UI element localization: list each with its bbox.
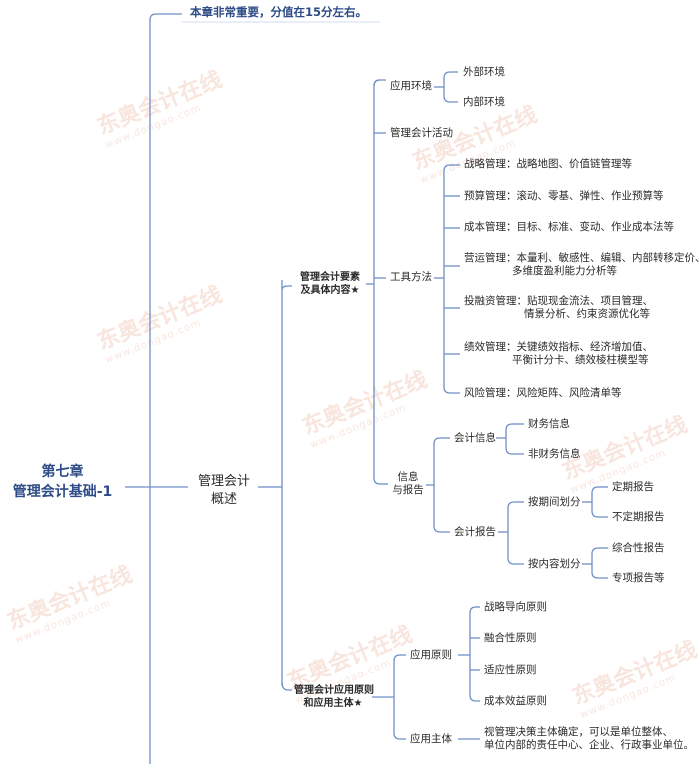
acct-info-node: 会计信息 <box>454 432 496 444</box>
tool-item: 战略管理：战略地图、价值链管理等 <box>464 158 632 170</box>
env-node: 应用环境 <box>390 80 432 92</box>
tool-item: 成本管理：目标、标准、变动、作业成本法等 <box>464 221 674 233</box>
tool-item: 营运管理：本量利、敏感性、编辑、内部转移定价、多维度盈利能力分析等 <box>464 252 700 277</box>
app-principles-node: 应用原则 <box>410 649 452 661</box>
root-node: 第七章 管理会计基础-1 <box>0 462 125 502</box>
info-node: 信息与报告 <box>392 471 424 496</box>
tool-item: 风险管理：风险矩阵、风险清单等 <box>464 387 622 399</box>
activity-node: 管理会计活动 <box>390 127 453 139</box>
comprehensive-report: 综合性报告 <box>612 542 665 554</box>
principle-item: 适应性原则 <box>484 664 537 676</box>
principle-item: 融合性原则 <box>484 632 537 644</box>
tools-node: 工具方法 <box>390 271 432 283</box>
tool-item: 绩效管理：关键绩效指标、经济增加值、平衡计分卡、绩效棱柱模型等 <box>464 341 653 366</box>
env-internal: 内部环境 <box>463 96 505 108</box>
elements-node: 管理会计要素 及具体内容★ <box>300 272 360 296</box>
acct-report-node: 会计报告 <box>454 526 496 538</box>
irregular-report: 不定期报告 <box>612 511 665 523</box>
tool-item: 预算管理：滚动、零基、弹性、作业预算等 <box>464 190 664 202</box>
principle-item: 战略导向原则 <box>484 601 547 613</box>
env-external: 外部环境 <box>463 66 505 78</box>
app-subject-desc: 视管理决策主体确定，可以是单位整体、单位内部的责任中心、企业、行政事业单位。 <box>484 726 694 751</box>
root-chapter: 第七章 <box>41 464 84 480</box>
app-subject-node: 应用主体 <box>410 733 452 745</box>
overview-node: 管理会计 概述 <box>197 474 250 507</box>
principles-node: 管理会计应用原则和应用主体★ <box>294 685 374 709</box>
regular-report: 定期报告 <box>612 481 654 493</box>
by-period-node: 按期间划分 <box>528 496 581 508</box>
nonfin-info: 非财务信息 <box>528 448 581 460</box>
special-report: 专项报告等 <box>612 572 665 584</box>
principle-item: 成本效益原则 <box>484 695 547 707</box>
fin-info: 财务信息 <box>528 418 570 430</box>
tool-item: 投融资管理：贴现现金流法、项目管理、情景分析、约束资源优化等 <box>464 295 653 320</box>
root-title: 管理会计基础-1 <box>12 484 113 500</box>
chapter-note: 本章非常重要，分值在15分左右。 <box>190 5 368 19</box>
by-content-node: 按内容划分 <box>528 558 581 570</box>
